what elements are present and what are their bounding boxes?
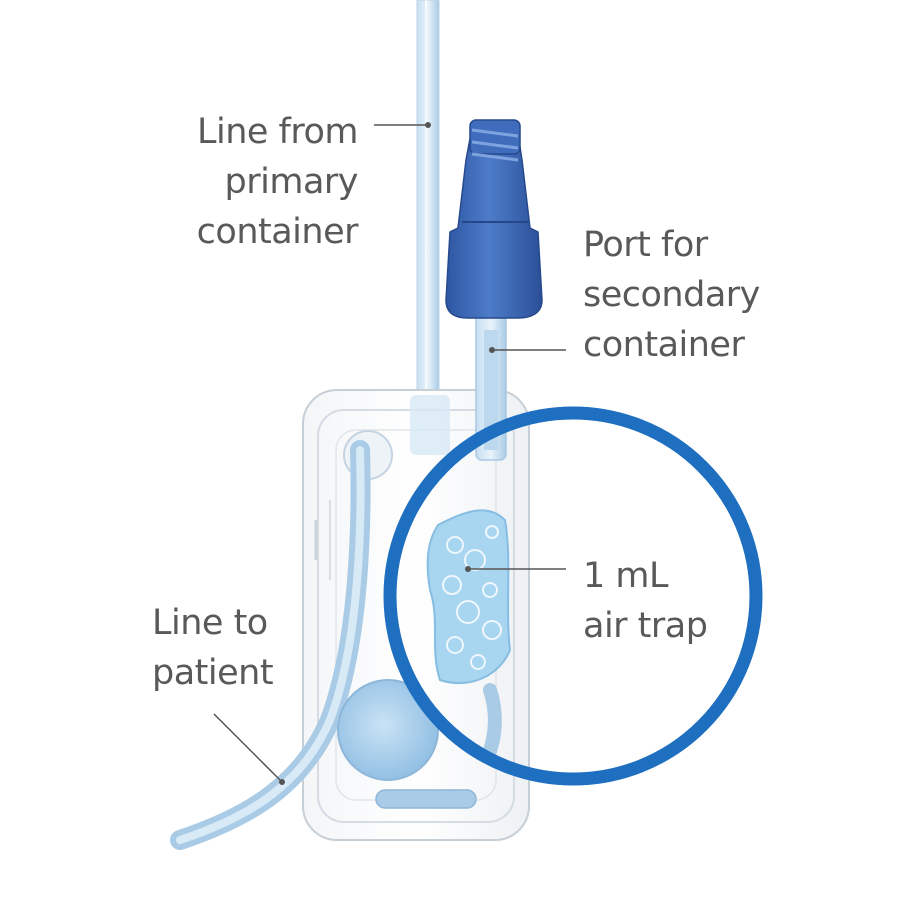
label-air-trap-1: 1 mL <box>583 556 669 596</box>
label-air-trap: 1 mL air trap <box>583 551 743 651</box>
label-secondary-port-3: container <box>583 325 745 365</box>
magnifier-ring-icon <box>383 406 763 786</box>
label-primary-line-3: container <box>196 212 359 252</box>
secondary-port <box>445 119 543 461</box>
label-primary-line-2: primary <box>224 162 359 202</box>
label-secondary-port: Port for secondary container <box>583 220 803 370</box>
patient-line-tube <box>170 440 371 850</box>
label-patient-line-1: Line to <box>152 603 268 643</box>
label-patient-line: Line to patient <box>152 598 312 698</box>
label-patient-line-2: patient <box>152 653 274 693</box>
label-air-trap-2: air trap <box>583 606 708 646</box>
leader-patient-line <box>213 713 283 783</box>
label-primary-line-1: Line from <box>196 112 359 152</box>
label-secondary-port-2: secondary <box>583 275 760 315</box>
label-secondary-port-1: Port for <box>583 225 708 265</box>
primary-line-tube <box>416 0 440 421</box>
flow-bulb <box>337 679 439 781</box>
label-primary-line: Line from primary container <box>150 107 359 257</box>
